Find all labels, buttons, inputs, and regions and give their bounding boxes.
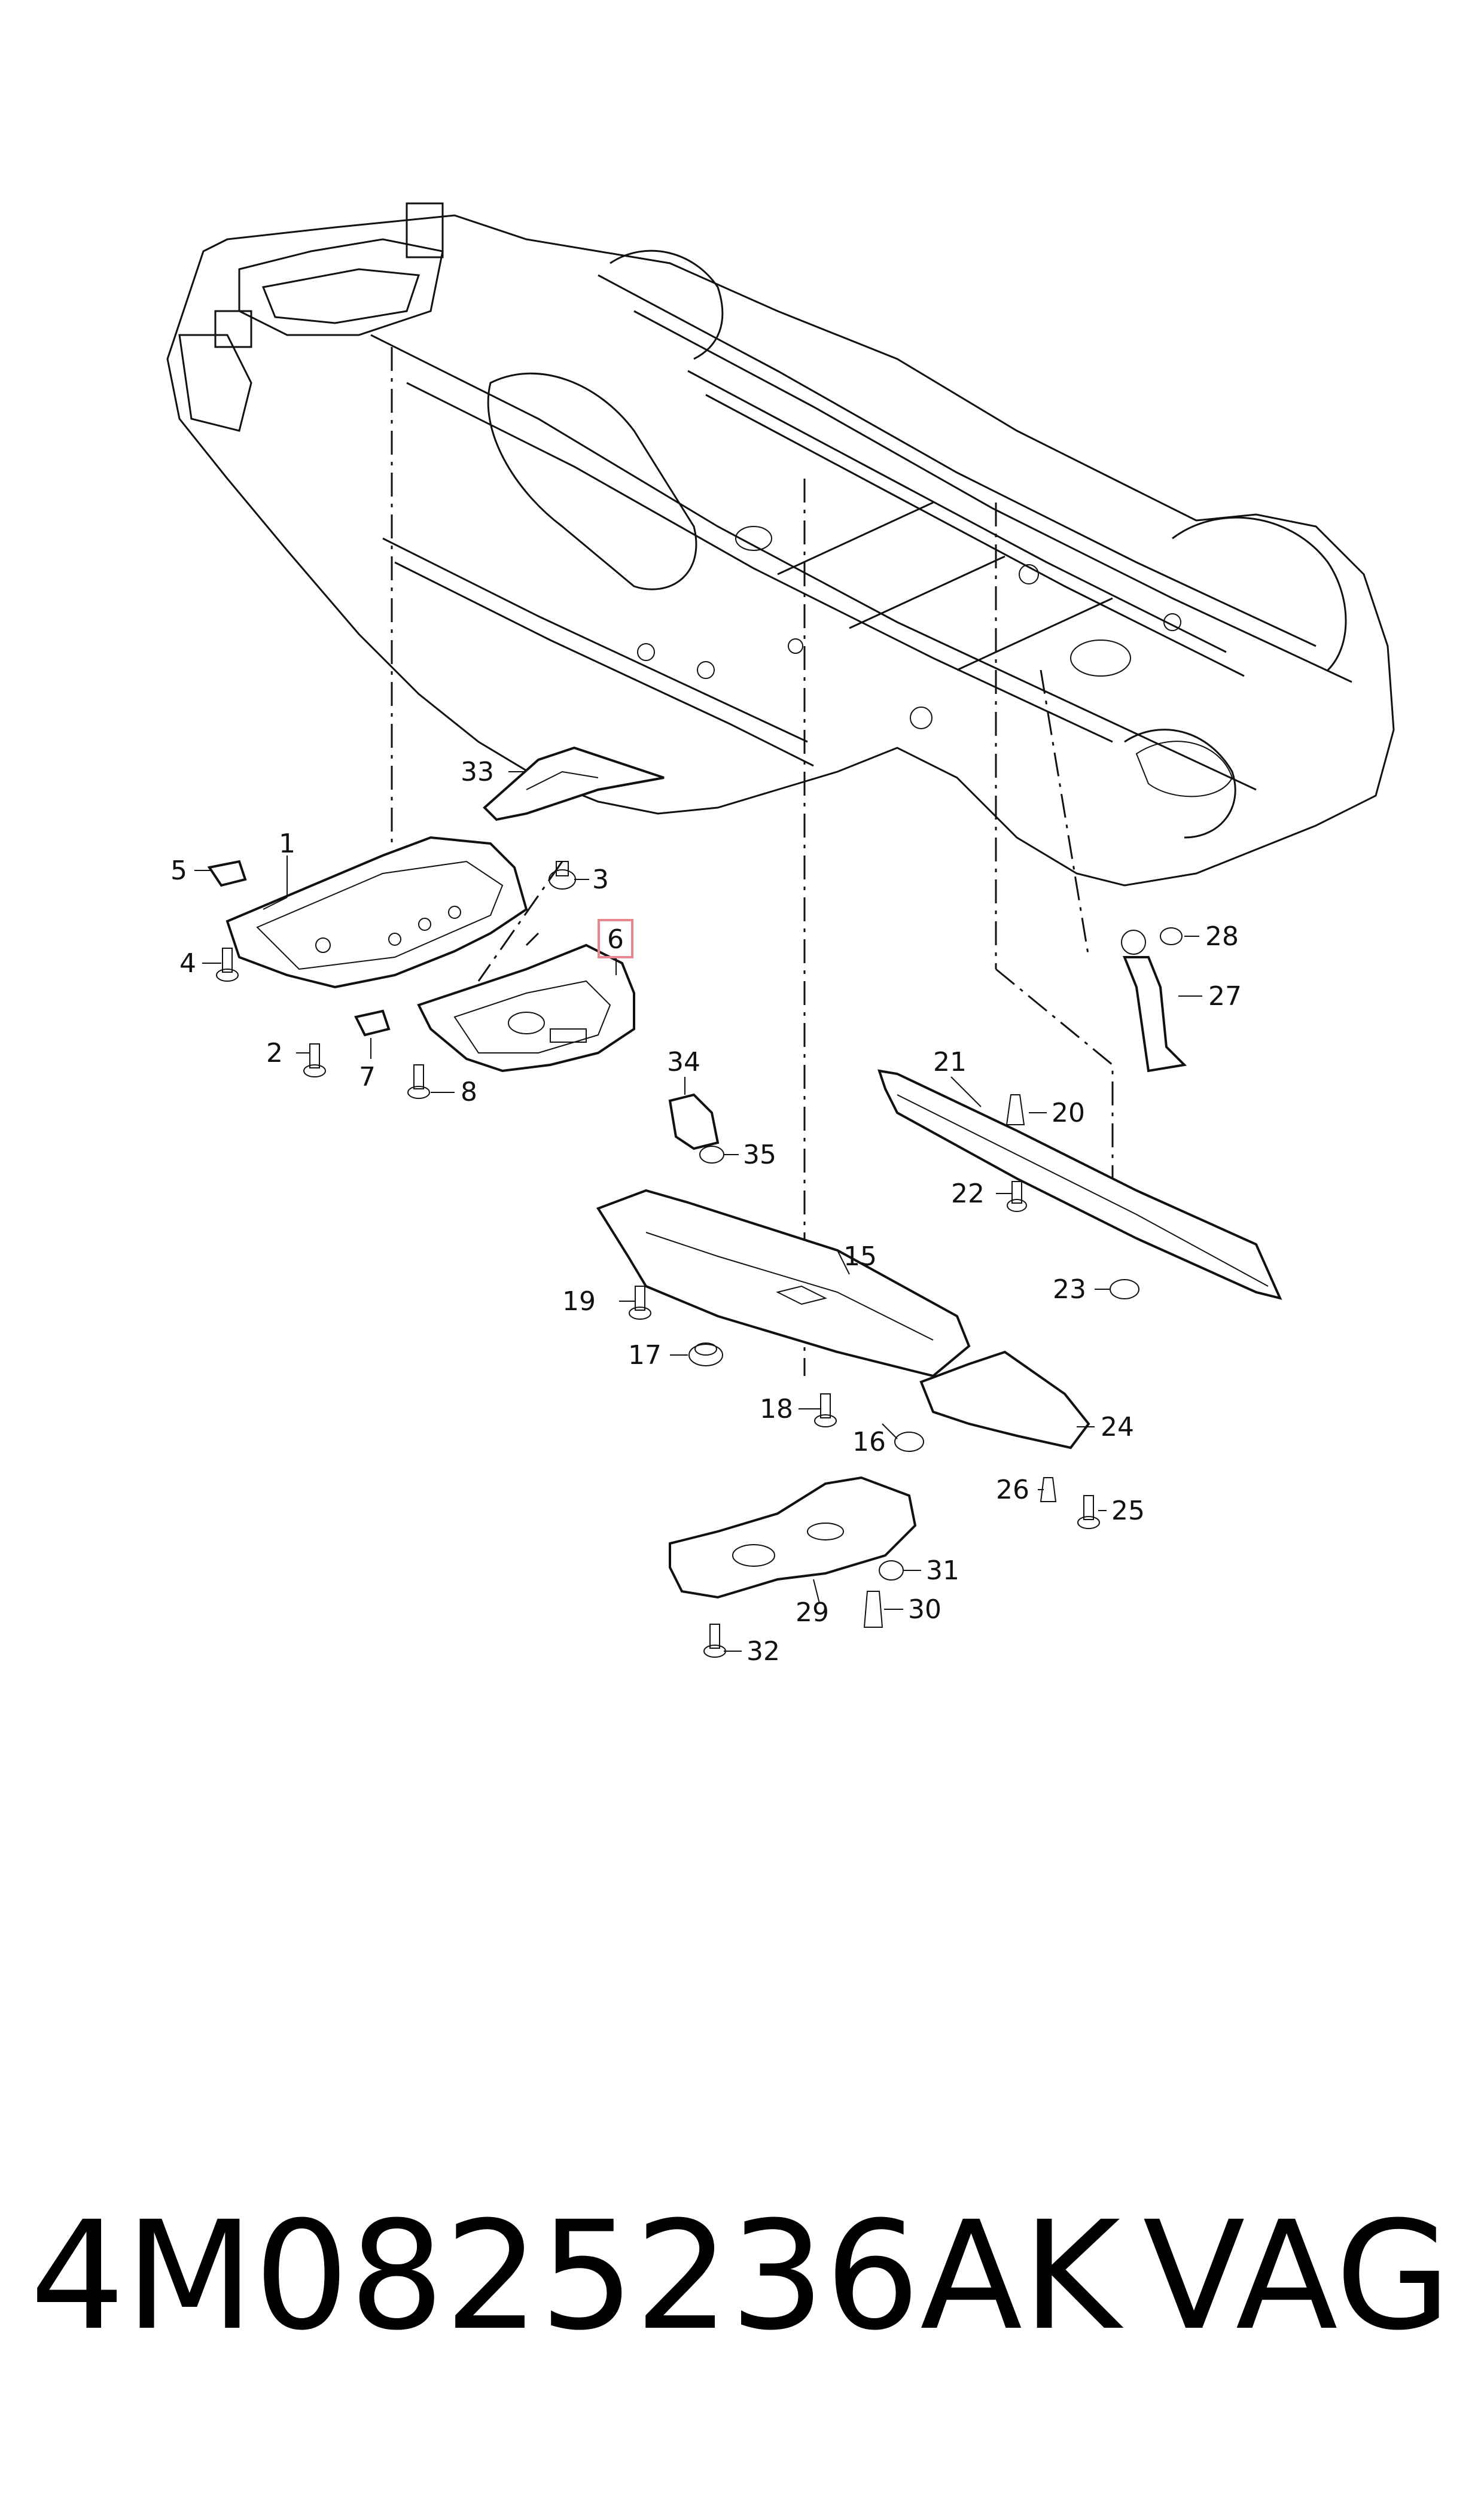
bolt-18 <box>814 1393 837 1427</box>
part-15-panel <box>596 1189 971 1378</box>
part-29-panel <box>669 1476 917 1599</box>
callout-3: 3 <box>592 864 609 895</box>
callout-4: 4 <box>179 948 196 979</box>
callout-25: 25 <box>1111 1496 1145 1526</box>
callout-26: 26 <box>996 1475 1029 1505</box>
brand-name: VAG <box>1142 2189 1451 2363</box>
bolt-4 <box>216 948 239 982</box>
leader-lines <box>194 771 1202 1652</box>
callout-22: 22 <box>951 1179 985 1209</box>
callout-30: 30 <box>908 1594 941 1625</box>
callout-5: 5 <box>170 855 187 886</box>
callout-32: 32 <box>746 1636 780 1667</box>
bolt-22 <box>1007 1181 1027 1212</box>
assembly-lines <box>391 347 1114 1376</box>
callout-31: 31 <box>926 1555 959 1586</box>
nut-28 <box>1160 927 1183 945</box>
diagram-canvas: 1 2 3 4 5 6 7 8 15 16 17 18 19 20 21 22 … <box>166 202 1395 1667</box>
clip-26 <box>1040 1477 1057 1502</box>
part-1-panel <box>226 836 528 989</box>
callout-20: 20 <box>1052 1098 1085 1128</box>
callout-2: 2 <box>266 1038 283 1068</box>
callout-16: 16 <box>852 1427 886 1457</box>
nut-17 <box>688 1342 723 1366</box>
part-7-clip <box>354 1009 391 1037</box>
callout-18: 18 <box>760 1394 793 1424</box>
nut-23 <box>1110 1279 1139 1299</box>
part-21-rail <box>877 1069 1282 1300</box>
callout-23: 23 <box>1053 1274 1086 1305</box>
parts-diagram: 1 2 3 4 5 6 7 8 15 16 17 18 19 20 21 22 … <box>166 202 1395 1667</box>
callout-34: 34 <box>667 1047 700 1077</box>
bolt-2 <box>303 1043 326 1077</box>
callout-28: 28 <box>1205 921 1239 952</box>
callout-1: 1 <box>279 829 295 859</box>
parts <box>207 746 1282 1599</box>
callout-24: 24 <box>1101 1412 1134 1442</box>
callout-6-highlight <box>598 919 633 958</box>
callout-8: 8 <box>461 1077 477 1107</box>
clip-30 <box>863 1591 883 1628</box>
callout-19: 19 <box>562 1286 596 1317</box>
callout-35: 35 <box>743 1140 776 1170</box>
part-34-bracket <box>668 1093 720 1150</box>
part-24-panel <box>919 1350 1090 1450</box>
callout-21: 21 <box>933 1047 967 1077</box>
clip-20 <box>1005 1094 1025 1125</box>
car-underbody <box>166 202 1395 887</box>
callout-17: 17 <box>628 1340 662 1371</box>
callout-29: 29 <box>796 1597 829 1628</box>
nut-35 <box>699 1146 724 1164</box>
callout-labels: 1 2 3 4 5 6 7 8 15 16 17 18 19 20 21 22 … <box>170 757 1242 1667</box>
part-5-clip <box>207 860 247 887</box>
bolt-32 <box>703 1624 726 1658</box>
nut-31 <box>879 1560 904 1581</box>
fasteners <box>216 861 1183 1658</box>
part-27-bracket <box>1123 956 1187 1073</box>
callout-6: 6 <box>607 924 624 955</box>
part-6-panel <box>417 943 635 1073</box>
callout-27: 27 <box>1208 981 1242 1012</box>
nut-16 <box>894 1432 924 1452</box>
callout-15: 15 <box>843 1241 877 1272</box>
part-33-bracket <box>483 746 665 821</box>
bolt-8 <box>407 1064 430 1099</box>
callout-7: 7 <box>359 1062 376 1092</box>
footer: 4M0825236AK VAG <box>0 2202 1484 2453</box>
bolt-19 <box>629 1286 651 1320</box>
bolt-25 <box>1077 1495 1100 1529</box>
part-number: 4M0825236AK <box>30 2189 1121 2363</box>
callout-33: 33 <box>461 757 494 787</box>
